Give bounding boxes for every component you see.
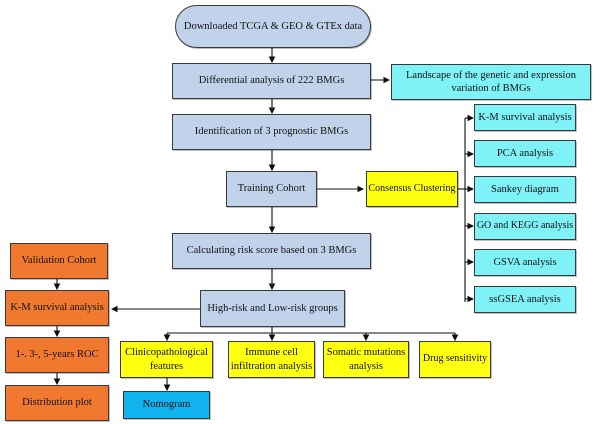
node-validation-km: K-M survival analysis <box>5 290 109 326</box>
node-consensus-clustering: Consensus Clustering <box>366 171 458 207</box>
consensus-output-km: K-M survival analysis <box>474 104 576 131</box>
consensus-output-go-kegg: GO and KEGG analysis <box>474 213 576 240</box>
node-risk-score-label: Calculating risk score based on 3 BMGs <box>186 245 357 257</box>
node-differential-label: Differential analysis of 222 BMGs <box>198 75 345 87</box>
consensus-output-label: GSVA analysis <box>493 256 557 268</box>
node-immune-infiltration: Immune cell infiltration analysis <box>228 341 315 378</box>
node-clinicopathological: Clinicopathological features <box>120 341 213 378</box>
node-landscape: Landscape of the genetic and expression … <box>391 64 591 100</box>
node-landscape-label: Landscape of the genetic and expression … <box>406 69 576 94</box>
group-output-label: Clinicopathological features <box>125 347 208 372</box>
node-distribution-label: Distribution plot <box>22 397 92 409</box>
node-nomogram: Nomogram <box>123 391 210 419</box>
node-identification-label: Identification of 3 prognostic BMGs <box>194 126 349 138</box>
consensus-output-sankey: Sankey diagram <box>474 176 576 203</box>
consensus-output-label: K-M survival analysis <box>478 111 572 123</box>
consensus-output-ssgsea: ssGSEA analysis <box>474 286 576 313</box>
node-risk-groups-label: High-risk and Low-risk groups <box>207 302 338 314</box>
node-training-cohort: Training Cohort <box>226 171 317 207</box>
node-nomogram-label: Nomogram <box>142 399 191 411</box>
node-validation-label: Validation Cohort <box>21 255 97 267</box>
node-validation-roc-label: 1-. 3-, 5-years ROC <box>15 349 99 361</box>
node-validation-roc: 1-. 3-, 5-years ROC <box>5 337 109 373</box>
node-drug-sensitivity: Drug sensitivity <box>419 341 491 378</box>
group-output-label: Drug sensitivity <box>422 353 488 365</box>
consensus-output-label: PCA analysis <box>496 147 554 159</box>
node-distribution-plot: Distribution plot <box>5 385 109 421</box>
consensus-output-gsva: GSVA analysis <box>474 249 576 276</box>
node-training-label: Training Cohort <box>237 183 306 195</box>
node-validation-cohort: Validation Cohort <box>10 243 108 279</box>
group-output-label: Somatic mutations analysis <box>326 347 406 372</box>
consensus-output-label: Sankey diagram <box>491 183 559 195</box>
group-output-label: Immune cell infiltration analysis <box>230 347 313 372</box>
node-identification: Identification of 3 prognostic BMGs <box>172 114 371 150</box>
node-consensus-label: Consensus Clustering <box>368 182 456 194</box>
consensus-output-label: GO and KEGG analysis <box>476 220 574 232</box>
start-node-label: Downloaded TCGA & GEO & GTEx data <box>183 20 363 32</box>
node-somatic-mutations: Somatic mutations analysis <box>323 341 409 378</box>
consensus-output-pca: PCA analysis <box>474 140 576 167</box>
node-risk-score: Calculating risk score based on 3 BMGs <box>172 233 371 269</box>
start-node-data-download: Downloaded TCGA & GEO & GTEx data <box>175 5 371 48</box>
node-differential-analysis: Differential analysis of 222 BMGs <box>172 63 371 99</box>
node-risk-groups: High-risk and Low-risk groups <box>200 290 345 327</box>
consensus-output-label: ssGSEA analysis <box>489 293 561 305</box>
node-validation-km-label: K-M survival analysis <box>10 302 104 314</box>
